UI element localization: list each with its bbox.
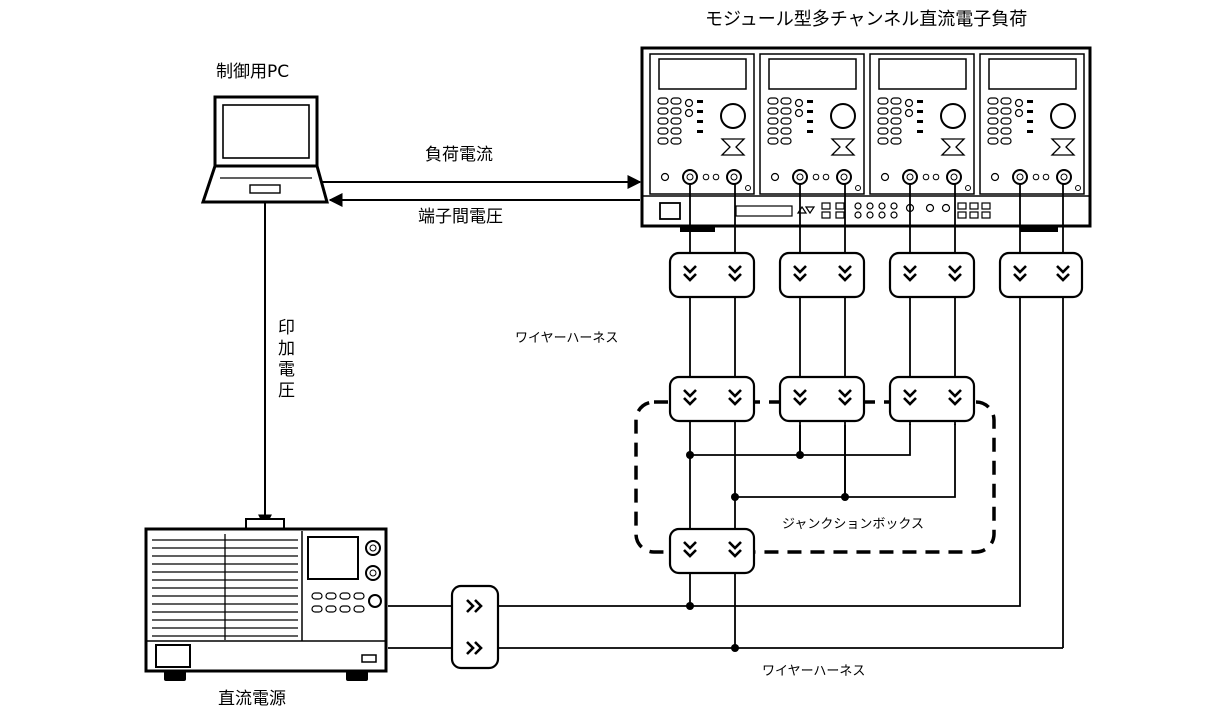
pc-label: 制御用PC — [216, 62, 289, 82]
power-supply-label: 直流電源 — [218, 689, 286, 709]
load-mainframe-panel — [659, 202, 991, 220]
connector-ch2-top — [778, 251, 866, 299]
junction-dots — [686, 451, 849, 652]
connector-jb-out — [668, 527, 756, 575]
connectors — [450, 251, 1084, 670]
junction-box-label: ジャンクションボックス — [782, 517, 924, 532]
load-module-4 — [979, 53, 1085, 195]
laptop-icon — [200, 95, 329, 204]
connector-ch3-top — [888, 251, 976, 299]
load-current-label: 負荷電流 — [425, 145, 493, 165]
electronic-load-unit — [640, 46, 1092, 232]
power-supply-unit — [144, 518, 388, 681]
applied-voltage-label: 印加電圧 — [274, 318, 295, 402]
wire-harness-lower-label: ワイヤーハーネス — [762, 664, 865, 679]
connector-ch1-top — [668, 251, 756, 299]
connector-ch4-top — [998, 251, 1084, 299]
connector-ch1-jb — [668, 375, 756, 423]
terminal-voltage-label: 端子間電圧 — [418, 207, 503, 227]
connector-psu — [450, 584, 500, 670]
load-module-2 — [759, 53, 865, 195]
connector-ch2-jb — [778, 375, 866, 423]
load-module-1 — [649, 53, 755, 195]
connector-ch3-jb — [888, 375, 976, 423]
load-module-3 — [869, 53, 975, 195]
wire-harness-upper-label: ワイヤーハーネス — [515, 331, 618, 346]
load-title: モジュール型多チャンネル直流電子負荷 — [705, 9, 1027, 30]
